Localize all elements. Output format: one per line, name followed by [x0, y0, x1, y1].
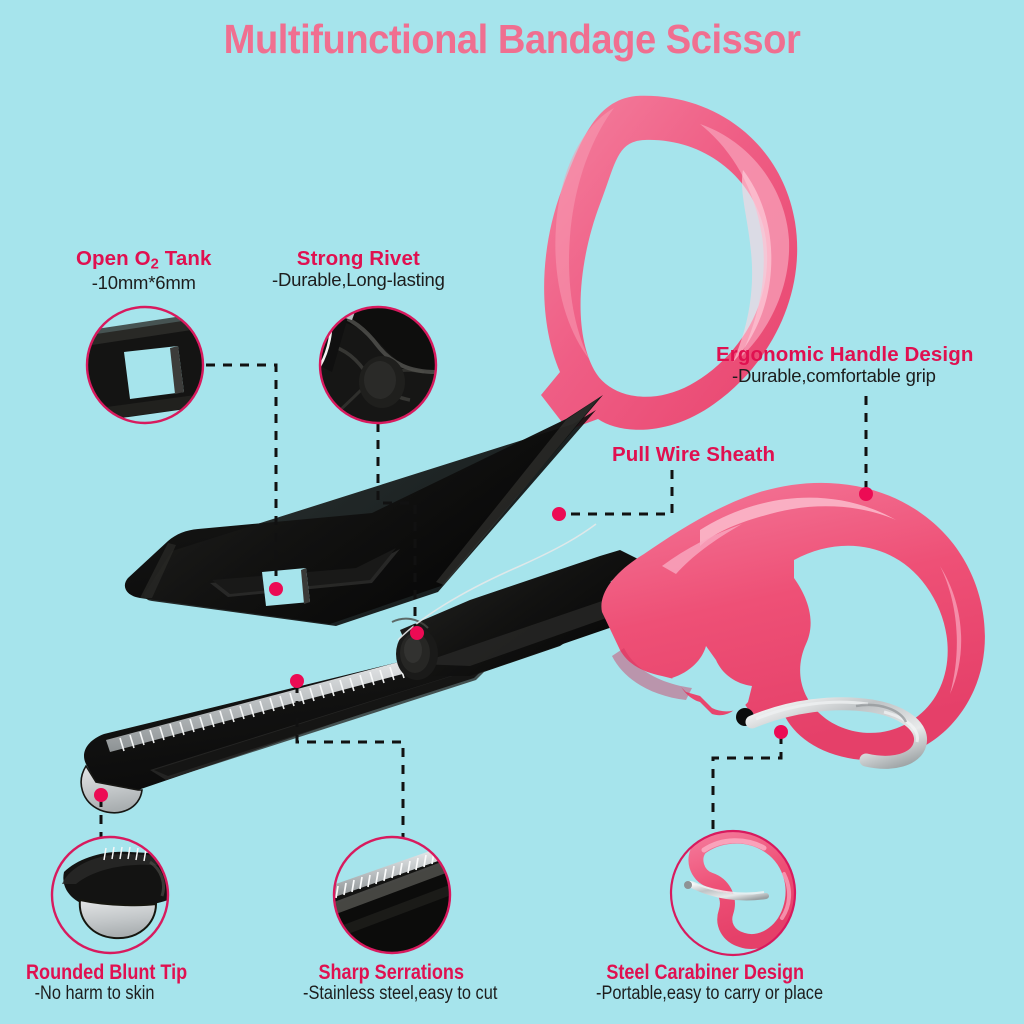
dot-rounded-blunt-tip	[94, 788, 108, 802]
magnifier-rivet-closeup	[318, 305, 438, 425]
dot-open-o2-tank	[269, 582, 283, 596]
page-title: Multifunctional Bandage Scissor	[223, 16, 801, 62]
pivot-rivet	[391, 617, 438, 680]
leader-steel-carabiner	[711, 735, 783, 832]
callout-label-steel-carabiner-design: Steel Carabiner Design -Portable,easy to…	[596, 961, 860, 1005]
dot-pull-wire-sheath	[552, 507, 566, 521]
callout-subtitle-rounded-blunt-tip: -No harm to skin	[34, 983, 155, 1005]
carabiner-wire-gate	[745, 697, 927, 769]
callout-heading-open-o2-tank: Open O2 Tank	[76, 247, 212, 273]
callout-subtitle-ergonomic-handle-design: -Durable,comfortable grip	[732, 364, 936, 386]
callout-label-rounded-blunt-tip: Rounded Blunt Tip -No harm to skin	[26, 961, 213, 1005]
upper-pink-handle	[541, 95, 798, 430]
dot-sharp-serrations	[290, 674, 304, 688]
callout-heading-pull-wire-sheath: Pull Wire Sheath	[612, 443, 776, 466]
leader-strong-rivet	[376, 423, 417, 640]
rounded-blunt-tip	[80, 764, 143, 814]
callout-subtitle-steel-carabiner-design: -Portable,easy to carry or place	[596, 983, 824, 1005]
callout-label-pull-wire-sheath: Pull Wire Sheath	[612, 444, 775, 466]
callout-heading-steel-carabiner-design: Steel Carabiner Design	[606, 961, 805, 984]
dot-steel-carabiner	[774, 725, 788, 739]
upper-blade	[124, 395, 603, 626]
callout-heading-ergonomic-handle-design: Ergonomic Handle Design	[716, 343, 974, 366]
callout-subtitle-sharp-serrations: -Stainless steel,easy to cut	[303, 983, 498, 1005]
dot-ergonomic-handle	[859, 487, 873, 501]
callout-anchor-dots	[94, 487, 873, 802]
callout-subtitle-open-o2-tank: -10mm*6mm	[91, 272, 196, 294]
callout-label-sharp-serrations: Sharp Serrations -Stainless steel,easy t…	[303, 961, 529, 1005]
pull-wire	[397, 523, 597, 641]
callout-label-strong-rivet: Strong Rivet -Durable,Long-lasting	[272, 248, 445, 290]
callout-subtitle-strong-rivet: -Durable,Long-lasting	[272, 268, 445, 290]
magnifier-blade-hole-closeup	[85, 305, 205, 425]
callout-label-open-o2-tank: Open O2 Tank -10mm*6mm	[76, 248, 211, 294]
magnifier-carabiner-closeup	[669, 829, 797, 957]
dot-strong-rivet	[410, 626, 424, 640]
magnifier-blunt-tip-closeup	[50, 835, 170, 955]
callout-label-ergonomic-handle-design: Ergonomic Handle Design -Durable,comfort…	[716, 344, 973, 386]
callout-heading-sharp-serrations: Sharp Serrations	[318, 961, 465, 984]
callout-heading-strong-rivet: Strong Rivet	[296, 247, 420, 270]
leader-sharp-serrations	[295, 684, 405, 838]
magnifier-serrations-closeup	[332, 835, 452, 955]
o2-tank-hole	[262, 568, 310, 606]
lower-pink-handle	[601, 482, 985, 761]
callout-heading-rounded-blunt-tip: Rounded Blunt Tip	[26, 961, 188, 984]
leader-open-o2-tank	[206, 363, 278, 585]
